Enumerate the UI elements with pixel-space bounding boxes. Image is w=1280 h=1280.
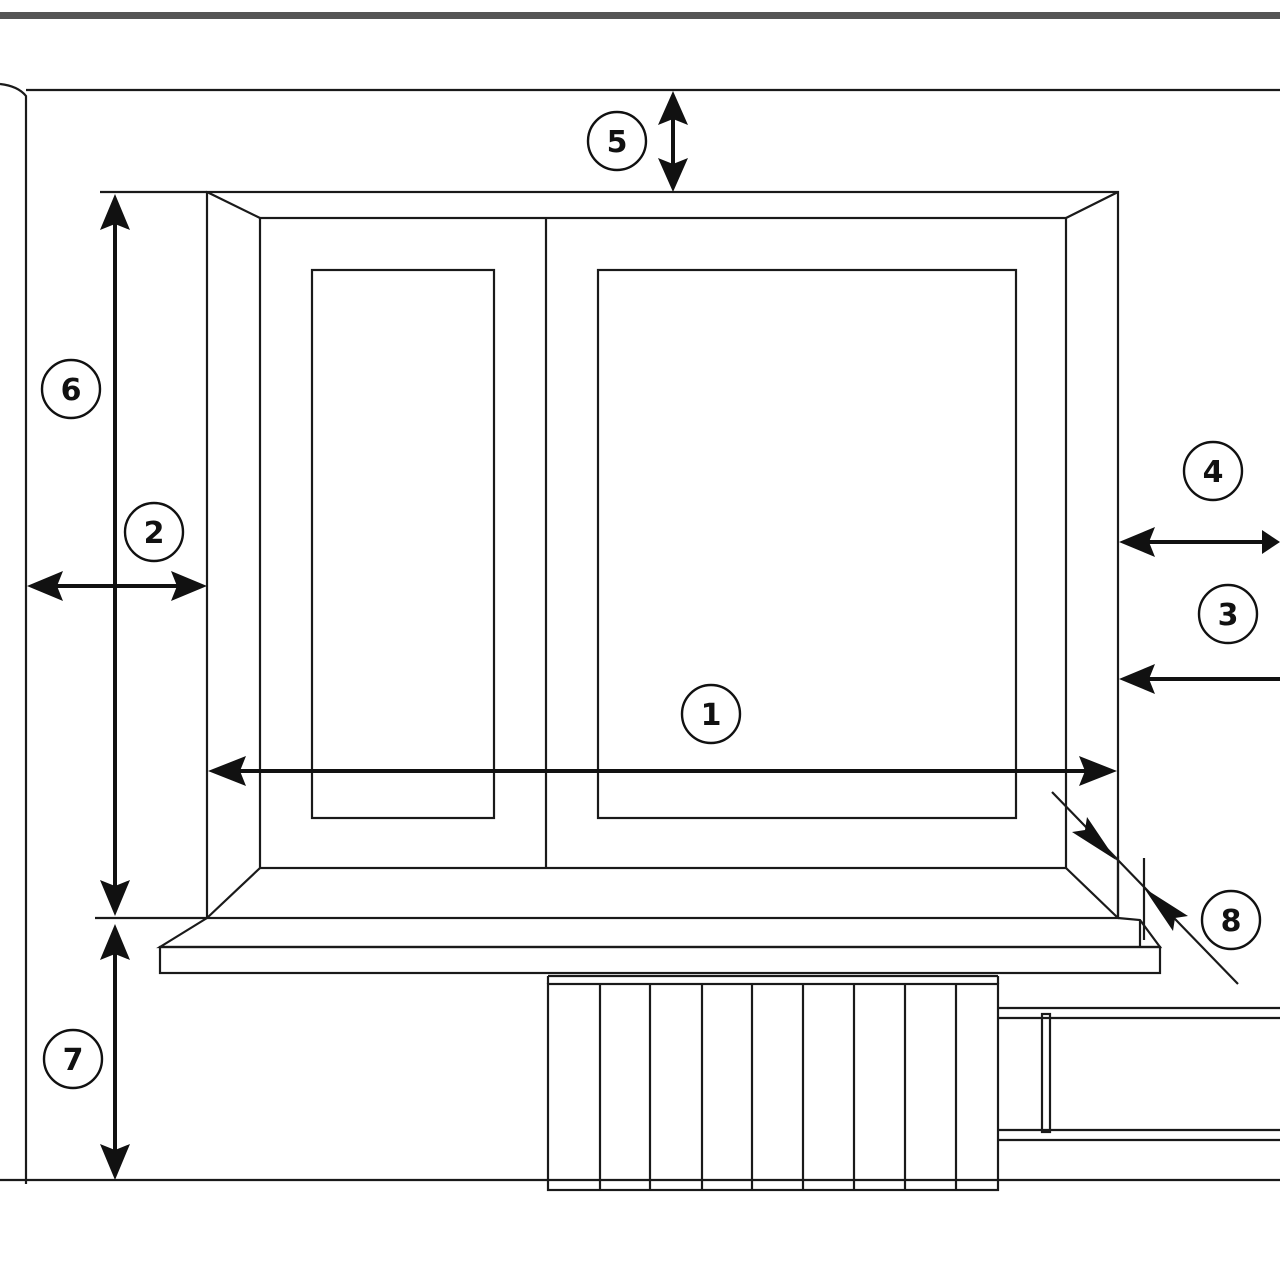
dimension-arrow-3 xyxy=(1119,664,1280,694)
label-circle-6: 6 xyxy=(40,358,102,420)
label-circle-1: 1 xyxy=(680,683,742,745)
label-text-2: 2 xyxy=(144,516,165,551)
radiator xyxy=(546,974,1000,1192)
dimension-arrow-7 xyxy=(100,924,130,1180)
label-text-6: 6 xyxy=(61,373,82,408)
left-sash-glass xyxy=(310,268,496,820)
right-sash-glass xyxy=(596,268,1018,820)
heating-pipes xyxy=(998,1006,1280,1142)
window-sill xyxy=(156,916,1163,975)
dimension-arrow-5 xyxy=(658,91,688,192)
label-circle-5: 5 xyxy=(586,110,648,172)
label-text-1: 1 xyxy=(701,698,722,733)
label-circle-3: 3 xyxy=(1197,583,1259,645)
label-text-5: 5 xyxy=(607,125,628,160)
dimension-arrow-6 xyxy=(100,194,130,916)
dimension-arrow-1 xyxy=(208,756,1117,786)
top-border-bar xyxy=(0,12,1280,19)
window-frame xyxy=(258,216,1068,870)
label-circle-7: 7 xyxy=(42,1028,104,1090)
window-opening xyxy=(95,190,1120,920)
label-text-8: 8 xyxy=(1221,904,1242,939)
label-circle-2: 2 xyxy=(123,501,185,563)
dimension-arrow-4 xyxy=(1119,527,1280,557)
label-circle-4: 4 xyxy=(1182,440,1244,502)
dimension-arrow-8 xyxy=(1051,791,1239,985)
label-text-3: 3 xyxy=(1218,598,1239,633)
room-walls xyxy=(0,82,1280,1184)
label-text-4: 4 xyxy=(1203,455,1224,490)
label-circle-8: 8 xyxy=(1200,889,1262,951)
label-text-7: 7 xyxy=(63,1043,84,1078)
